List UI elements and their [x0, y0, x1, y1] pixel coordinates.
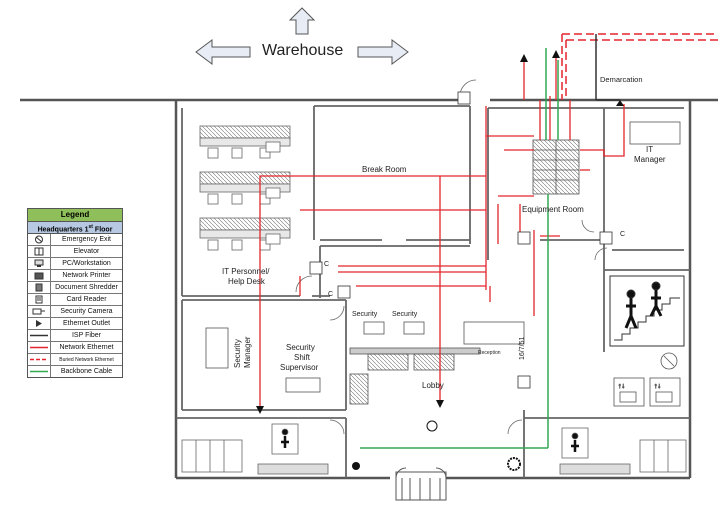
workstation-icon [28, 258, 51, 269]
security-cameras [256, 50, 624, 414]
network-ethernet-line [28, 342, 51, 353]
arrow-up-icon [288, 7, 316, 35]
it-personnel-label: IT Personnel/ Help Desk [222, 267, 272, 286]
legend-row: Buried Network Ethernet [28, 354, 122, 366]
it-manager-line2: Manager [634, 155, 666, 164]
ethernet-outlets [309, 91, 613, 389]
security-desks [205, 121, 681, 405]
arrow-down-icon [256, 406, 264, 414]
backbone-cabling [360, 48, 559, 449]
legend-row: Security Camera [28, 306, 122, 318]
shredder-icon [28, 282, 51, 293]
legend-row: Card Reader [28, 294, 122, 306]
legend-row: Backbone Cable [28, 366, 122, 377]
elevator-icon [28, 246, 51, 257]
equipment-room-label: Equipment Room [522, 205, 584, 214]
legend-label: Network Printer [62, 272, 111, 279]
triangle-icon [616, 100, 624, 106]
isp-fiber-cabling [595, 34, 620, 101]
equipment-racks [532, 139, 580, 195]
restrooms [181, 423, 687, 475]
arrow-up-icon [552, 50, 560, 58]
legend-row: Ethernet Outlet [28, 318, 122, 330]
svg-text:↑↓: ↑↓ [618, 383, 625, 390]
ceiling-fixtures [352, 420, 521, 471]
legend-label: Elevator [73, 248, 100, 255]
doors [295, 79, 608, 435]
legend-row: ISP Fiber [28, 330, 122, 342]
printer-icon [28, 270, 51, 281]
security-desk-label-2: Security [392, 311, 418, 318]
backbone-cable-line [28, 366, 51, 377]
camera-letter-3: C [620, 231, 625, 238]
legend-label: Emergency Exit [61, 236, 112, 243]
demarcation-label: Demarcation [600, 75, 643, 84]
legend-title: Legend [28, 209, 122, 222]
it-manager-label: IT Manager [634, 145, 666, 164]
security-manager-label: Security Manager [233, 336, 252, 368]
reception-label: Reception [478, 350, 501, 356]
legend-label: PC/Workstation [62, 260, 111, 267]
legend-subtitle-prefix: Headquarters 1 [37, 226, 89, 234]
svg-text:↑↓: ↑↓ [654, 383, 661, 390]
legend-label: Ethernet Outlet [62, 320, 111, 327]
arrow-right-icon [357, 39, 409, 65]
legend-label: Network Ethernet [59, 344, 114, 351]
legend-subtitle-sup: st [88, 224, 93, 230]
camera-letter-2: C [328, 291, 333, 298]
it-cubicles [199, 125, 291, 251]
buried-ethernet-line [28, 354, 51, 365]
legend-row: Network Ethernet [28, 342, 122, 354]
legend-subtitle: Headquarters 1st Floor [28, 222, 122, 234]
legend-label: Backbone Cable [60, 368, 113, 375]
legend-subtitle-suffix: Floor [92, 226, 113, 234]
direction-arrows [195, 7, 409, 65]
watermark-label: 16/7/51 [519, 337, 526, 360]
arrow-down-icon [436, 400, 444, 408]
security-camera-icon [28, 306, 51, 317]
legend-row: PC/Workstation [28, 258, 122, 270]
elevators: ↑↓ ↑↓ [613, 352, 681, 407]
legend-label: Card Reader [66, 296, 107, 303]
interior-walls [176, 105, 690, 478]
entrance-doors [395, 467, 447, 501]
security-shift-supervisor-label: Security Shift Supervisor [280, 343, 319, 372]
it-manager-line1: IT [646, 145, 653, 154]
legend-label: Security Camera [60, 308, 113, 315]
camera-letter-1: C [324, 261, 329, 268]
legend-label: Document Shredder [55, 284, 118, 291]
arrow-up-icon [520, 54, 528, 62]
isp-fiber-line [28, 330, 51, 341]
legend-label: Buried Network Ethernet [59, 356, 114, 363]
emergency-exit-icon [28, 234, 51, 245]
break-room-label: Break Room [362, 165, 407, 174]
arrow-left-icon [195, 39, 251, 65]
legend-row: Emergency Exit [28, 234, 122, 246]
ethernet-outlet-icon [28, 318, 51, 329]
stairs [609, 275, 685, 347]
legend-row: Network Printer [28, 270, 122, 282]
security-desk-label-1: Security [352, 311, 378, 318]
legend-row: Document Shredder [28, 282, 122, 294]
network-ethernet-cabling [259, 56, 625, 410]
legend-row: Elevator [28, 246, 122, 258]
warehouse-label: Warehouse [262, 42, 344, 59]
legend-label: ISP Fiber [71, 332, 102, 339]
legend: Legend Headquarters 1st Floor Emergency … [27, 208, 123, 378]
buried-ethernet-cabling [561, 33, 718, 100]
card-reader-icon [28, 294, 51, 305]
walls [20, 98, 718, 480]
lobby-label: Lobby [422, 381, 444, 390]
